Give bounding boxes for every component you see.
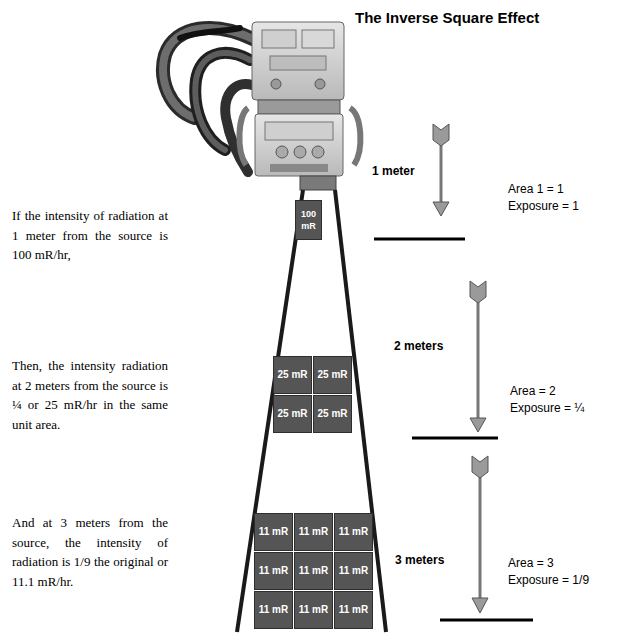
xray-machine [239, 22, 360, 190]
dose-value: 11 mR [339, 604, 368, 616]
exposure-note: Exposure = 1 [508, 199, 579, 213]
area-note: Area 1 = 1 [508, 182, 564, 196]
beam-cone [237, 190, 386, 632]
dose-box: 11 mR [294, 513, 333, 551]
dose-value: 25 mR [317, 408, 347, 420]
dose-text-group: 11 mR [339, 604, 368, 616]
dose-value: 25 mR [277, 369, 307, 381]
explanation-text: And at 3 meters from the source, the int… [12, 513, 168, 591]
area-note: Area = 2 [510, 384, 556, 398]
dose-text-group: 11 mR [299, 604, 328, 616]
dose-box: 11 mR [334, 513, 373, 551]
dose-value: 11 mR [259, 604, 288, 616]
dose-text-group: 11 mR [259, 604, 288, 616]
dose-box: 11 mR [254, 591, 293, 629]
dose-box: 11 mR [334, 591, 373, 629]
dose-text-group: 25 mR [317, 369, 347, 381]
dose-value: 25 mR [317, 369, 347, 381]
dose-value: 11 mR [339, 526, 368, 538]
dose-box: 25 mR [273, 356, 312, 394]
distance-label: 3 meters [393, 553, 446, 567]
dose-value: 11 mR [259, 526, 288, 538]
explanation-text: If the intensity of radiation at 1 meter… [12, 206, 168, 265]
dose-value: 11 mR [259, 565, 288, 577]
dose-box: 11 mR [334, 552, 373, 590]
dose-box: 11 mR [294, 552, 333, 590]
dose-text-group: 11 mR [299, 526, 328, 538]
dose-text-group: 11 mR [339, 565, 368, 577]
distance-arrow [470, 281, 486, 432]
distance-mark [374, 238, 465, 241]
distance-mark [412, 437, 498, 440]
dose-value: 11 mR [299, 565, 328, 577]
distance-arrows [374, 124, 533, 620]
dose-text-group: 25 mR [277, 369, 307, 381]
exposure-note: Exposure = ¼ [510, 401, 584, 415]
dose-value: 11 mR [339, 565, 368, 577]
dose-box: 25 mR [313, 395, 352, 433]
dose-text-group: 100 mR [296, 208, 321, 232]
distance-mark [440, 619, 533, 622]
dose-box: 100 mR [295, 200, 322, 240]
diagram-title: The Inverse Square Effect [355, 9, 539, 26]
distance-arrow [472, 456, 488, 613]
dose-value: 11 mR [299, 604, 328, 616]
dose-text-group: 11 mR [299, 565, 328, 577]
dose-value: 11 mR [299, 526, 328, 538]
dose-box: 11 mR [254, 513, 293, 551]
dose-text-group: 11 mR [259, 526, 288, 538]
dose-box: 25 mR [313, 356, 352, 394]
xray-cables [163, 28, 255, 172]
exposure-note: Exposure = 1/9 [508, 573, 589, 587]
dose-value: 25 mR [277, 408, 307, 420]
dose-text-group: 25 mR [277, 408, 307, 420]
distance-arrow [433, 124, 449, 216]
distance-label: 1 meter [370, 164, 417, 178]
dose-box: 11 mR [294, 591, 333, 629]
dose-text-group: 25 mR [317, 408, 347, 420]
explanation-text: Then, the intensity radiation at 2 meter… [12, 356, 168, 434]
dose-text-group: 11 mR [259, 565, 288, 577]
area-note: Area = 3 [508, 556, 554, 570]
distance-label: 2 meters [392, 339, 445, 353]
dose-value: 100 mR [296, 208, 321, 232]
dose-box: 25 mR [273, 395, 312, 433]
dose-text-group: 11 mR [339, 526, 368, 538]
dose-box: 11 mR [254, 552, 293, 590]
